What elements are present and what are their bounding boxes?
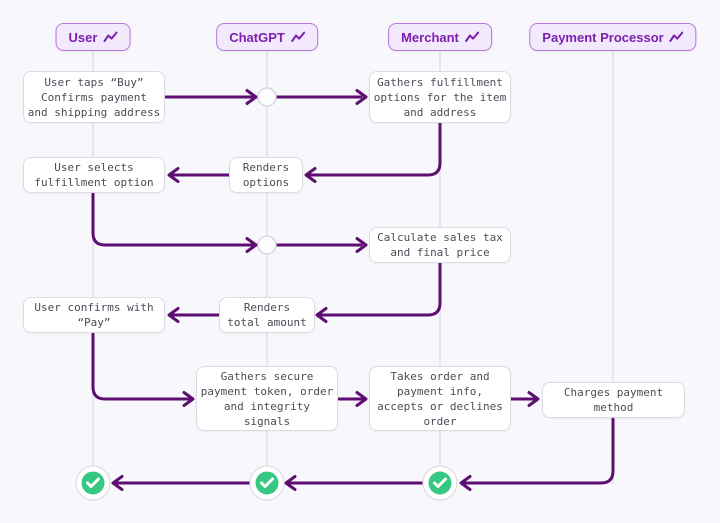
check-icon [86,477,100,488]
arrowhead-icon [167,167,180,183]
step-user-selects: User selects fulfillment option [23,157,165,193]
lane-node [257,87,277,107]
activity-icon [103,31,118,42]
arrowhead-icon [527,391,540,407]
lane-node [257,235,277,255]
flow-arrow [306,122,442,177]
success-check-merchant [422,465,458,501]
step-calculate-tax: Calculate sales tax and final price [369,227,511,263]
step-charges-payment: Charges payment method [542,382,685,418]
check-icon [260,477,274,488]
actor-badge-chatgpt: ChatGPT [216,23,318,51]
activity-icon [669,31,684,42]
arrowhead-icon [167,307,180,323]
step-renders-options: Renders options [229,157,303,193]
flow-arrow [91,192,363,247]
arrowhead-icon [355,89,368,105]
step-user-taps-buy: User taps “Buy” Confirms payment and shi… [23,71,165,123]
arrowhead-icon [355,391,368,407]
flow-arrow [461,417,615,485]
success-check-chatgpt [249,465,285,501]
lifelines [92,51,614,498]
actor-label: User [68,29,98,45]
check-icon [433,477,447,488]
actor-label: Payment Processor [542,29,664,45]
step-gathers-secure: Gathers secure payment token, order and … [196,366,338,431]
flow-arrow [317,262,442,317]
arrowhead-icon [459,475,472,491]
arrowhead-icon [245,89,258,105]
actor-label: ChatGPT [229,29,285,45]
activity-icon [290,31,305,42]
arrowhead-icon [182,391,195,407]
arrowhead-icon [284,475,297,491]
arrowhead-icon [304,167,317,183]
actor-badge-merchant: Merchant [388,23,492,51]
actor-badge-user: User [55,23,131,51]
actor-label: Merchant [401,29,459,45]
step-user-confirms: User confirms with “Pay” [23,297,165,333]
success-check-user [75,465,111,501]
activity-icon [464,31,479,42]
step-takes-order: Takes order and payment info, accepts or… [369,366,511,431]
flow-arrows [91,89,615,491]
arrowhead-icon [245,237,258,253]
step-renders-total: Renders total amount [219,297,315,333]
step-gathers-fulfillment: Gathers fulfillment options for the item… [369,71,511,123]
arrowhead-icon [355,237,368,253]
arrowhead-icon [111,475,124,491]
arrowhead-icon [315,307,328,323]
flow-arrow [91,332,193,401]
actor-badge-payment-processor: Payment Processor [529,23,697,51]
